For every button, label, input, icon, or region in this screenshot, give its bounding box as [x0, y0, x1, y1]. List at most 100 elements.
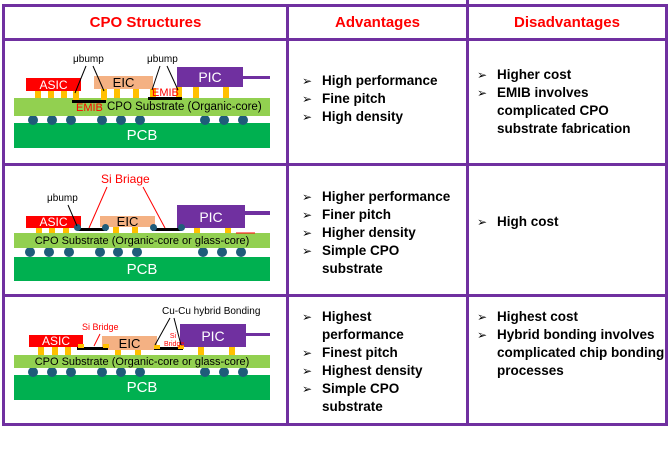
- list-item: Simple CPO substrate: [302, 380, 427, 416]
- microbump: [150, 224, 157, 231]
- hybrid-bond-pad: [78, 344, 84, 348]
- asic-chip: ASIC: [26, 78, 81, 92]
- ubump-label: μbump: [73, 54, 104, 65]
- disadvantages-list-1: Higher cost EMIB involves complicated CP…: [477, 66, 665, 138]
- eic-chip: EIC: [102, 336, 157, 351]
- solder-ball: [25, 247, 35, 257]
- bump: [101, 88, 107, 100]
- header-disadvantages: Disadvantages: [514, 14, 620, 31]
- bump: [132, 227, 138, 233]
- si-bridge: [154, 347, 183, 350]
- list-item: High density: [302, 108, 438, 126]
- si-bridge: [77, 228, 107, 231]
- fiber: [245, 211, 270, 215]
- bump: [113, 227, 119, 233]
- pcb: PCB: [14, 375, 270, 400]
- bump: [223, 87, 229, 98]
- solder-ball: [200, 367, 210, 377]
- bump: [198, 347, 204, 355]
- pcb: PCB: [14, 257, 270, 281]
- table-border-right: [665, 4, 668, 426]
- header-cpo-structures: CPO Structures: [89, 14, 202, 31]
- solder-ball: [97, 367, 107, 377]
- bump: [38, 347, 44, 355]
- emib-label: EMIB: [152, 87, 179, 99]
- bump: [61, 90, 67, 98]
- list-item: Higher performance: [302, 188, 450, 206]
- bump: [135, 349, 141, 355]
- list-item: Fine pitch: [302, 90, 438, 108]
- pointer-arrows: [67, 186, 255, 234]
- bump: [225, 227, 231, 233]
- asic-chip: ASIC: [26, 215, 81, 229]
- list-item: Highest density: [302, 362, 462, 380]
- bump: [52, 347, 58, 355]
- disadvantages-list-3: Highest cost Hybrid bonding involves com…: [477, 308, 665, 380]
- pcb: PCB: [14, 123, 270, 148]
- ubump-label: μbump: [47, 193, 78, 204]
- solder-ball: [47, 367, 57, 377]
- solder-ball: [238, 367, 248, 377]
- pic-chip: PIC: [180, 324, 246, 347]
- eic-chip: EIC: [94, 75, 153, 90]
- solder-ball: [219, 367, 229, 377]
- solder-ball: [219, 115, 229, 125]
- ubump-label: μbump: [147, 54, 178, 65]
- si-bridge-label-small: Si Bridge: [164, 333, 185, 348]
- solder-ball: [66, 115, 76, 125]
- table-border-header: [2, 38, 668, 41]
- bump: [73, 90, 79, 100]
- microbump: [102, 224, 109, 231]
- table-border-row2: [2, 294, 668, 297]
- header-advantages: Advantages: [334, 14, 421, 31]
- table-border-row1: [2, 163, 668, 166]
- bump: [193, 87, 199, 98]
- table-border-col2: [466, 0, 469, 426]
- hybrid-bond-pad: [154, 345, 160, 349]
- table-border-top: [2, 4, 668, 7]
- advantages-list-1: High performance Fine pitch High density: [302, 72, 438, 126]
- list-item: Highest cost: [477, 308, 665, 326]
- solder-ball: [132, 247, 142, 257]
- list-item: Higher cost: [477, 66, 665, 84]
- microbump: [178, 224, 185, 231]
- solder-ball: [200, 115, 210, 125]
- solder-ball: [135, 367, 145, 377]
- hybrid-bond-pad: [178, 345, 184, 349]
- fiber: [246, 333, 270, 336]
- solder-ball: [28, 367, 38, 377]
- bump: [36, 227, 42, 233]
- list-item: High performance: [302, 72, 438, 90]
- solder-ball: [238, 115, 248, 125]
- bump: [65, 347, 71, 355]
- pic-chip: PIC: [177, 67, 243, 87]
- si-bridge: [152, 228, 182, 231]
- table-border-left: [2, 4, 5, 426]
- bump: [115, 349, 121, 355]
- eic-chip: EIC: [100, 214, 155, 229]
- list-item: Higher density: [302, 224, 450, 242]
- cpo-substrate: CPO Substrate (Organic-core or glass-cor…: [14, 355, 270, 368]
- bump: [63, 227, 69, 233]
- emib-bridge: [72, 100, 106, 103]
- list-item: EMIB involves complicated CPO substrate …: [477, 84, 665, 138]
- solder-ball: [97, 115, 107, 125]
- table-border-bottom: [2, 423, 668, 426]
- pic-chip: PIC: [177, 205, 245, 228]
- cpo-substrate: CPO Substrate (Organic-core or glass-cor…: [14, 233, 270, 248]
- solder-ball: [28, 115, 38, 125]
- solder-ball: [217, 247, 227, 257]
- asic-chip: ASIC: [29, 334, 83, 348]
- solder-ball: [116, 367, 126, 377]
- emib-label: EMIB: [76, 102, 103, 114]
- bump: [229, 347, 235, 355]
- solder-ball: [44, 247, 54, 257]
- fiber: [243, 76, 270, 79]
- bump: [114, 88, 120, 98]
- solder-ball: [198, 247, 208, 257]
- si-bridge-label: Si Bridge: [82, 322, 119, 332]
- microbump: [74, 224, 81, 231]
- list-item: Hybrid bonding involves complicated chip…: [477, 326, 665, 380]
- solder-ball: [66, 367, 76, 377]
- bump: [133, 88, 139, 98]
